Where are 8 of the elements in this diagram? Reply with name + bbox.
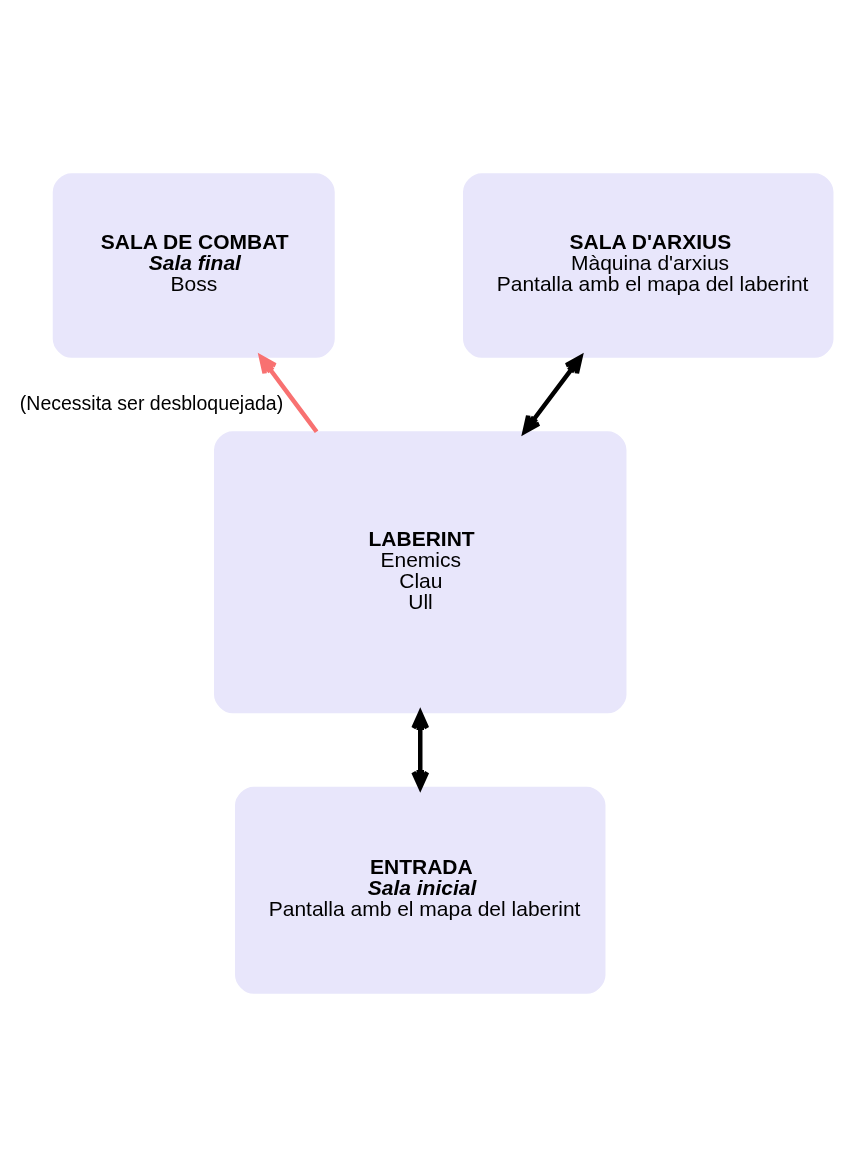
arrow bbox=[522, 354, 583, 434]
node-box: LABERINT Enemics Clau Ull bbox=[214, 430, 627, 713]
node-box: ENTRADA Sala inicial Pantalla amb el mapa del laberint bbox=[235, 786, 606, 994]
node-box: SALA DE COMBAT Sala final Boss bbox=[52, 172, 335, 358]
arrow bbox=[258, 354, 319, 433]
edge-label: (Necessita ser desbloquejada) bbox=[19, 391, 284, 414]
arrow bbox=[411, 710, 430, 790]
node-box: SALA D'ARXIUS Màquina d'arxius Pantalla amb el mapa del laberint bbox=[463, 172, 834, 358]
